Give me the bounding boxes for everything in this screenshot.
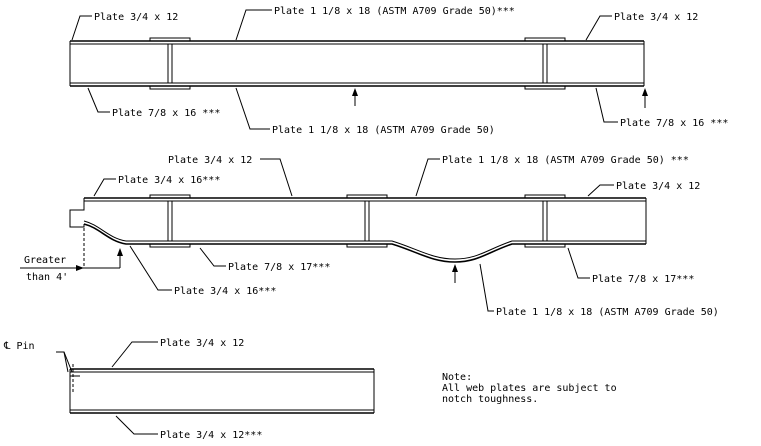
beam1-label-top-right: Plate 3/4 x 12 xyxy=(614,12,698,23)
beam2-label-bottom-right: Plate 7/8 x 17*** xyxy=(592,274,694,285)
beam2-label-top-center: Plate 3/4 x 12 xyxy=(168,155,252,166)
greater-than-label-line2: than 4' xyxy=(26,272,68,283)
note-line-2: notch toughness. xyxy=(442,394,538,405)
beam-1: Plate 3/4 x 12 Plate 1 1/8 x 18 (ASTM A7… xyxy=(69,6,728,136)
beam2-label-bottom-left: Plate 3/4 x 16*** xyxy=(174,286,276,297)
beam2-label-top-left: Plate 3/4 x 16*** xyxy=(118,175,220,186)
beam2-label-top-right: Plate 3/4 x 12 xyxy=(616,181,700,192)
beam1-label-bottom-center: Plate 1 1/8 x 18 (ASTM A709 Grade 50) xyxy=(272,125,495,136)
beam2-label-top-web: Plate 1 1/8 x 18 (ASTM A709 Grade 50) **… xyxy=(442,155,689,166)
pin-label: ℄ Pin xyxy=(3,341,35,352)
beam2-label-bottom-center: Plate 7/8 x 17*** xyxy=(228,262,330,273)
beam-3: ℄ Pin Plate 3/4 x 12 Plate 3/4 x 12*** xyxy=(3,338,375,441)
beam-2: Plate 3/4 x 12 Plate 1 1/8 x 18 (ASTM A7… xyxy=(20,155,719,318)
beam3-label-top: Plate 3/4 x 12 xyxy=(160,338,244,349)
beam1-label-top-center: Plate 1 1/8 x 18 (ASTM A709 Grade 50)*** xyxy=(274,6,515,17)
beam1-label-bottom-left: Plate 7/8 x 16 *** xyxy=(112,108,220,119)
note-title: Note: xyxy=(442,372,472,383)
greater-than-label-line1: Greater xyxy=(24,255,66,266)
beam1-label-top-left: Plate 3/4 x 12 xyxy=(94,12,178,23)
note-line-1: All web plates are subject to xyxy=(442,383,617,394)
beam1-label-bottom-right: Plate 7/8 x 16 *** xyxy=(620,118,728,129)
beam2-label-web-bottom: Plate 1 1/8 x 18 (ASTM A709 Grade 50) xyxy=(496,307,719,318)
beam3-label-bottom: Plate 3/4 x 12*** xyxy=(160,430,262,441)
note-block: Note: All web plates are subject to notc… xyxy=(442,372,617,405)
